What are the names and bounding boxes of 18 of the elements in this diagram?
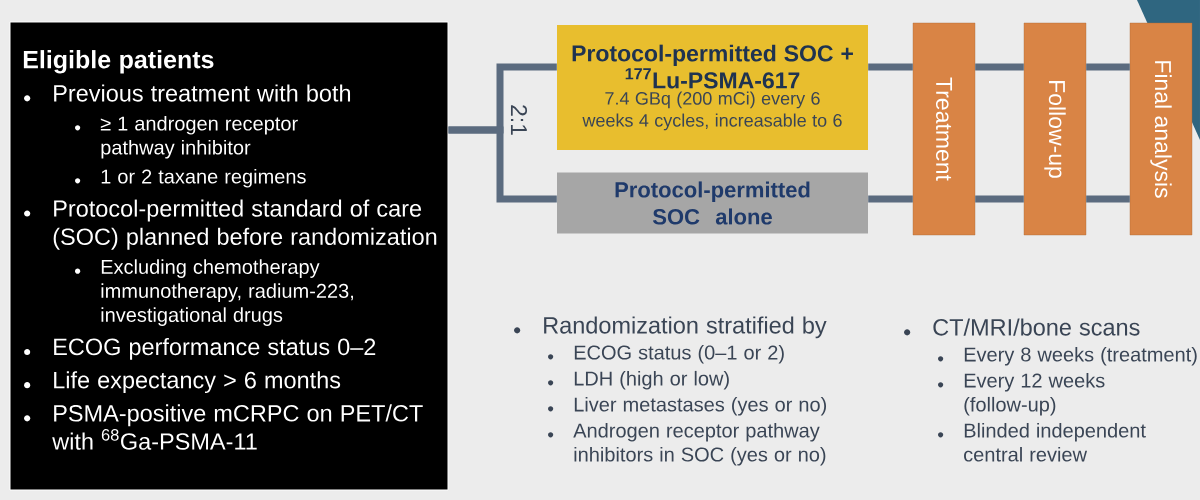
label: Androgen receptor pathway inhibitors in SOC (yes or no) (573, 422, 826, 466)
label: LDH (high or low) (574, 370, 729, 390)
treatment-arm-box: Protocol-permitted SOC + $^{177}$Lu-PSMA-617 7.4 GBq (200 mCi) every 6 weeks 4 cycles, increasable to 6 (557, 25, 868, 150)
ratio-label: 2:1 (511, 105, 528, 135)
label: Blinded independent central review (964, 422, 1146, 462)
bullet-list: CT/MRI/bone scans Every 8 weeks (treatment) Every 12 weeks (follow-up) Blinded independent central review (904, 318, 1197, 462)
label: ECOG status (0–1 or 2) (574, 344, 784, 364)
label: Randomization stratified by (544, 316, 827, 339)
phase-box: Follow-up (1023, 22, 1087, 236)
label: CT/MRI/bone scans (933, 318, 1140, 336)
phase-box: Final analysis (1129, 22, 1193, 236)
label: Every 8 weeks (treatment) (964, 346, 1197, 366)
criteria-panel: Eligible patients Previous treatment with both ≥ 1 androgen receptor pathway inhibitor 1 or 2 taxane regimens Protocol-permitted standard of care (SOC) planned before randomization Excluding chemotherapy immunotherapy, radium-223, investigational drugs ECOG performance status 0–2 Life expectancy > 6 months PSMA-positive mCRPC on PET/CT with $^{68}$Ga-PSMA-11 (9, 21, 449, 491)
label: Every 12 weeks (follow-up) (964, 372, 1105, 416)
phase-box: Treatment (912, 22, 976, 236)
control-arm-box: Protocol-permitted SOC alone (557, 172, 868, 234)
bullet-list: Randomization stratified by ECOG status (0–1 or 2) LDH (high or low) Liver metastases (yes or no) Androgen receptor pathway inhibitors in SOC (yes or no) (514, 316, 827, 466)
label: Liver metastases (yes or no) (574, 396, 827, 416)
